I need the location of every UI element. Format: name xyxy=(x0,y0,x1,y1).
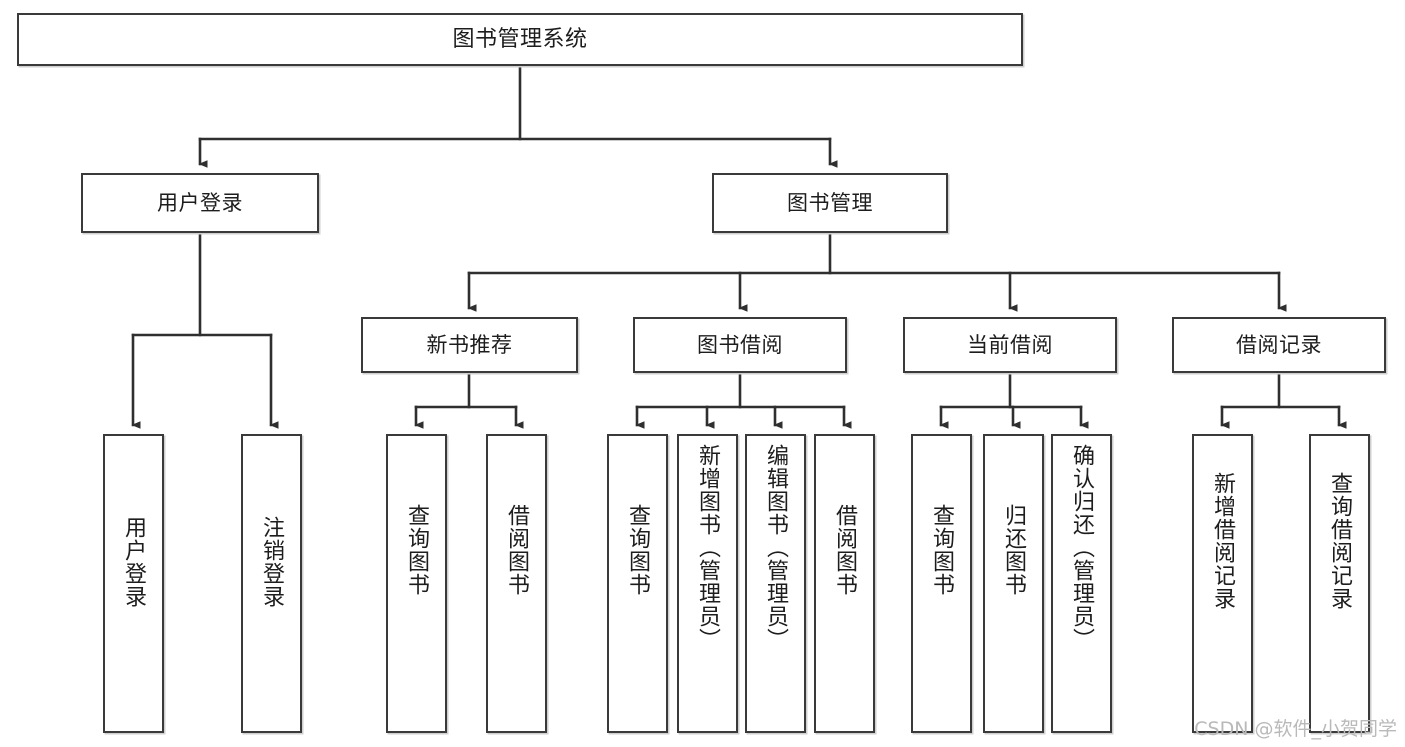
node-new-book-rec[interactable]: 新书推荐 xyxy=(361,317,578,373)
node-borrow-record-label: 借阅记录 xyxy=(1236,332,1322,357)
node-leaf-query-record-label: 查询借阅记录 xyxy=(1327,472,1353,610)
node-book-borrow-label: 图书借阅 xyxy=(697,332,783,357)
node-book-manage-label: 图书管理 xyxy=(787,190,873,215)
node-user-login[interactable]: 用户登录 xyxy=(81,173,319,233)
node-leaf-borrow-book-1-label: 借阅图书 xyxy=(504,504,530,596)
node-leaf-user-login-label: 用户登录 xyxy=(121,516,147,608)
node-root-label: 图书管理系统 xyxy=(452,26,588,52)
node-new-book-rec-label: 新书推荐 xyxy=(426,332,513,357)
node-leaf-add-book[interactable]: 新增图书（管理员） xyxy=(677,434,738,733)
node-leaf-user-logout-label: 注销登录 xyxy=(259,516,285,608)
node-root[interactable]: 图书管理系统 xyxy=(17,13,1023,66)
node-leaf-user-login[interactable]: 用户登录 xyxy=(103,434,164,733)
node-leaf-edit-book[interactable]: 编辑图书（管理员） xyxy=(745,434,806,733)
node-leaf-query-book-1[interactable]: 查询图书 xyxy=(386,434,447,733)
watermark-text: CSDN @软件_小贺同学 xyxy=(1194,718,1397,740)
node-leaf-add-record[interactable]: 新增借阅记录 xyxy=(1192,434,1253,733)
node-leaf-query-book-3[interactable]: 查询图书 xyxy=(911,434,972,733)
node-leaf-query-record[interactable]: 查询借阅记录 xyxy=(1309,434,1370,733)
node-leaf-edit-book-label: 编辑图书（管理员） xyxy=(763,444,789,651)
node-leaf-borrow-book-2[interactable]: 借阅图书 xyxy=(814,434,875,733)
node-leaf-return-book[interactable]: 归还图书 xyxy=(983,434,1044,733)
node-user-login-label: 用户登录 xyxy=(157,190,243,215)
node-leaf-query-book-2[interactable]: 查询图书 xyxy=(607,434,668,733)
node-leaf-query-book-2-label: 查询图书 xyxy=(625,504,651,596)
node-leaf-confirm-return[interactable]: 确认归还（管理员） xyxy=(1051,434,1112,733)
node-leaf-user-logout[interactable]: 注销登录 xyxy=(241,434,302,733)
node-leaf-confirm-return-label: 确认归还（管理员） xyxy=(1069,444,1095,651)
node-leaf-add-book-label: 新增图书（管理员） xyxy=(695,444,721,651)
node-leaf-borrow-book-1[interactable]: 借阅图书 xyxy=(486,434,547,733)
node-leaf-return-book-label: 归还图书 xyxy=(1001,504,1027,596)
node-leaf-add-record-label: 新增借阅记录 xyxy=(1210,472,1236,610)
node-leaf-query-book-3-label: 查询图书 xyxy=(929,504,955,596)
node-current-borrow[interactable]: 当前借阅 xyxy=(903,317,1117,373)
node-leaf-borrow-book-2-label: 借阅图书 xyxy=(832,504,858,596)
node-borrow-record[interactable]: 借阅记录 xyxy=(1172,317,1386,373)
node-current-borrow-label: 当前借阅 xyxy=(967,332,1053,357)
node-book-borrow[interactable]: 图书借阅 xyxy=(633,317,847,373)
node-leaf-query-book-1-label: 查询图书 xyxy=(404,504,430,596)
node-book-manage[interactable]: 图书管理 xyxy=(712,173,948,233)
